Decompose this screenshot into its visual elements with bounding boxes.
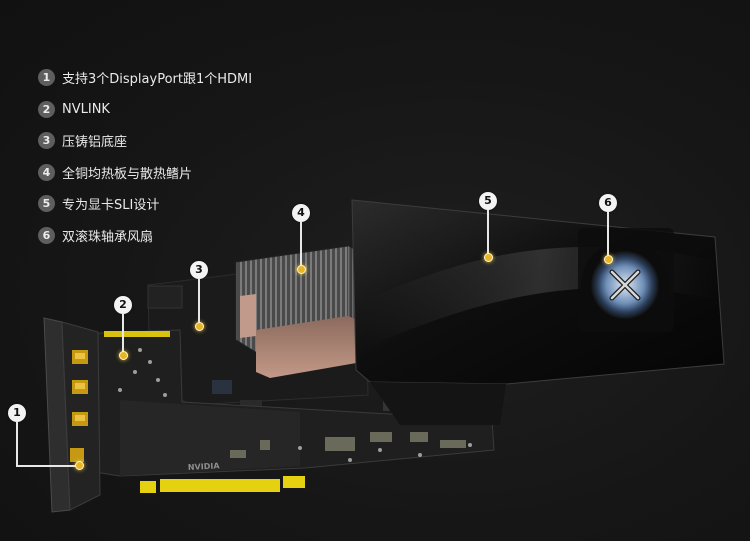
legend-number: 2: [38, 100, 55, 118]
hotspot-6: [604, 255, 613, 264]
legend-label: 双滚珠轴承风扇: [62, 229, 154, 245]
copper-heatsink: [235, 245, 363, 378]
feature-legend: 1 支持3个DisplayPort跟1个HDMI 2 NVLINK 3 压铸铝底…: [38, 62, 252, 251]
legend-label: 压铸铝底座: [62, 135, 128, 151]
hotspot-5: [484, 253, 493, 262]
callout-marker-1: 1: [8, 404, 26, 422]
callout-marker-3: 3: [190, 261, 208, 279]
shroud: [351, 199, 725, 425]
legend-number: 6: [38, 226, 55, 244]
legend-item: 5 专为显卡SLI设计: [38, 188, 252, 220]
callout-marker-5: 5: [479, 192, 497, 210]
legend-item: 1 支持3个DisplayPort跟1个HDMI: [38, 62, 252, 94]
hotspot-4: [297, 265, 306, 274]
legend-label: 全铜均热板与散热鳍片: [62, 166, 193, 182]
callout-leader-3: [198, 279, 200, 323]
legend-label: 专为显卡SLI设计: [62, 198, 160, 214]
legend-label: NVLINK: [62, 101, 110, 117]
callout-marker-4: 4: [292, 204, 310, 222]
fan: [581, 241, 669, 329]
callout-leader-2: [122, 314, 124, 352]
hotspot-2: [119, 351, 128, 360]
pcie-connector: [140, 476, 305, 493]
io-bracket: [43, 317, 101, 513]
hotspot-1: [75, 461, 84, 470]
legend-number: 3: [38, 132, 55, 150]
callout-leader-4: [300, 222, 302, 266]
callout-marker-2: 2: [114, 296, 132, 314]
legend-number: 5: [38, 195, 55, 213]
nvidia-logo: NVIDIA: [188, 461, 221, 472]
legend-item: 4 全铜均热板与散热鳍片: [38, 157, 252, 189]
legend-item: 6 双滚珠轴承风扇: [38, 220, 252, 252]
callout-leader-5: [487, 210, 489, 254]
callout-leader-1: [16, 422, 18, 466]
hotspot-3: [195, 322, 204, 331]
legend-item: 3 压铸铝底座: [38, 125, 252, 157]
legend-label: 支持3个DisplayPort跟1个HDMI: [62, 72, 253, 88]
callout-leader-6: [607, 212, 609, 256]
callout-marker-6: 6: [599, 194, 617, 212]
legend-number: 4: [38, 163, 55, 181]
legend-number: 1: [38, 69, 55, 87]
legend-item: 2 NVLINK: [38, 94, 252, 126]
callout-leader-1: [16, 465, 78, 467]
